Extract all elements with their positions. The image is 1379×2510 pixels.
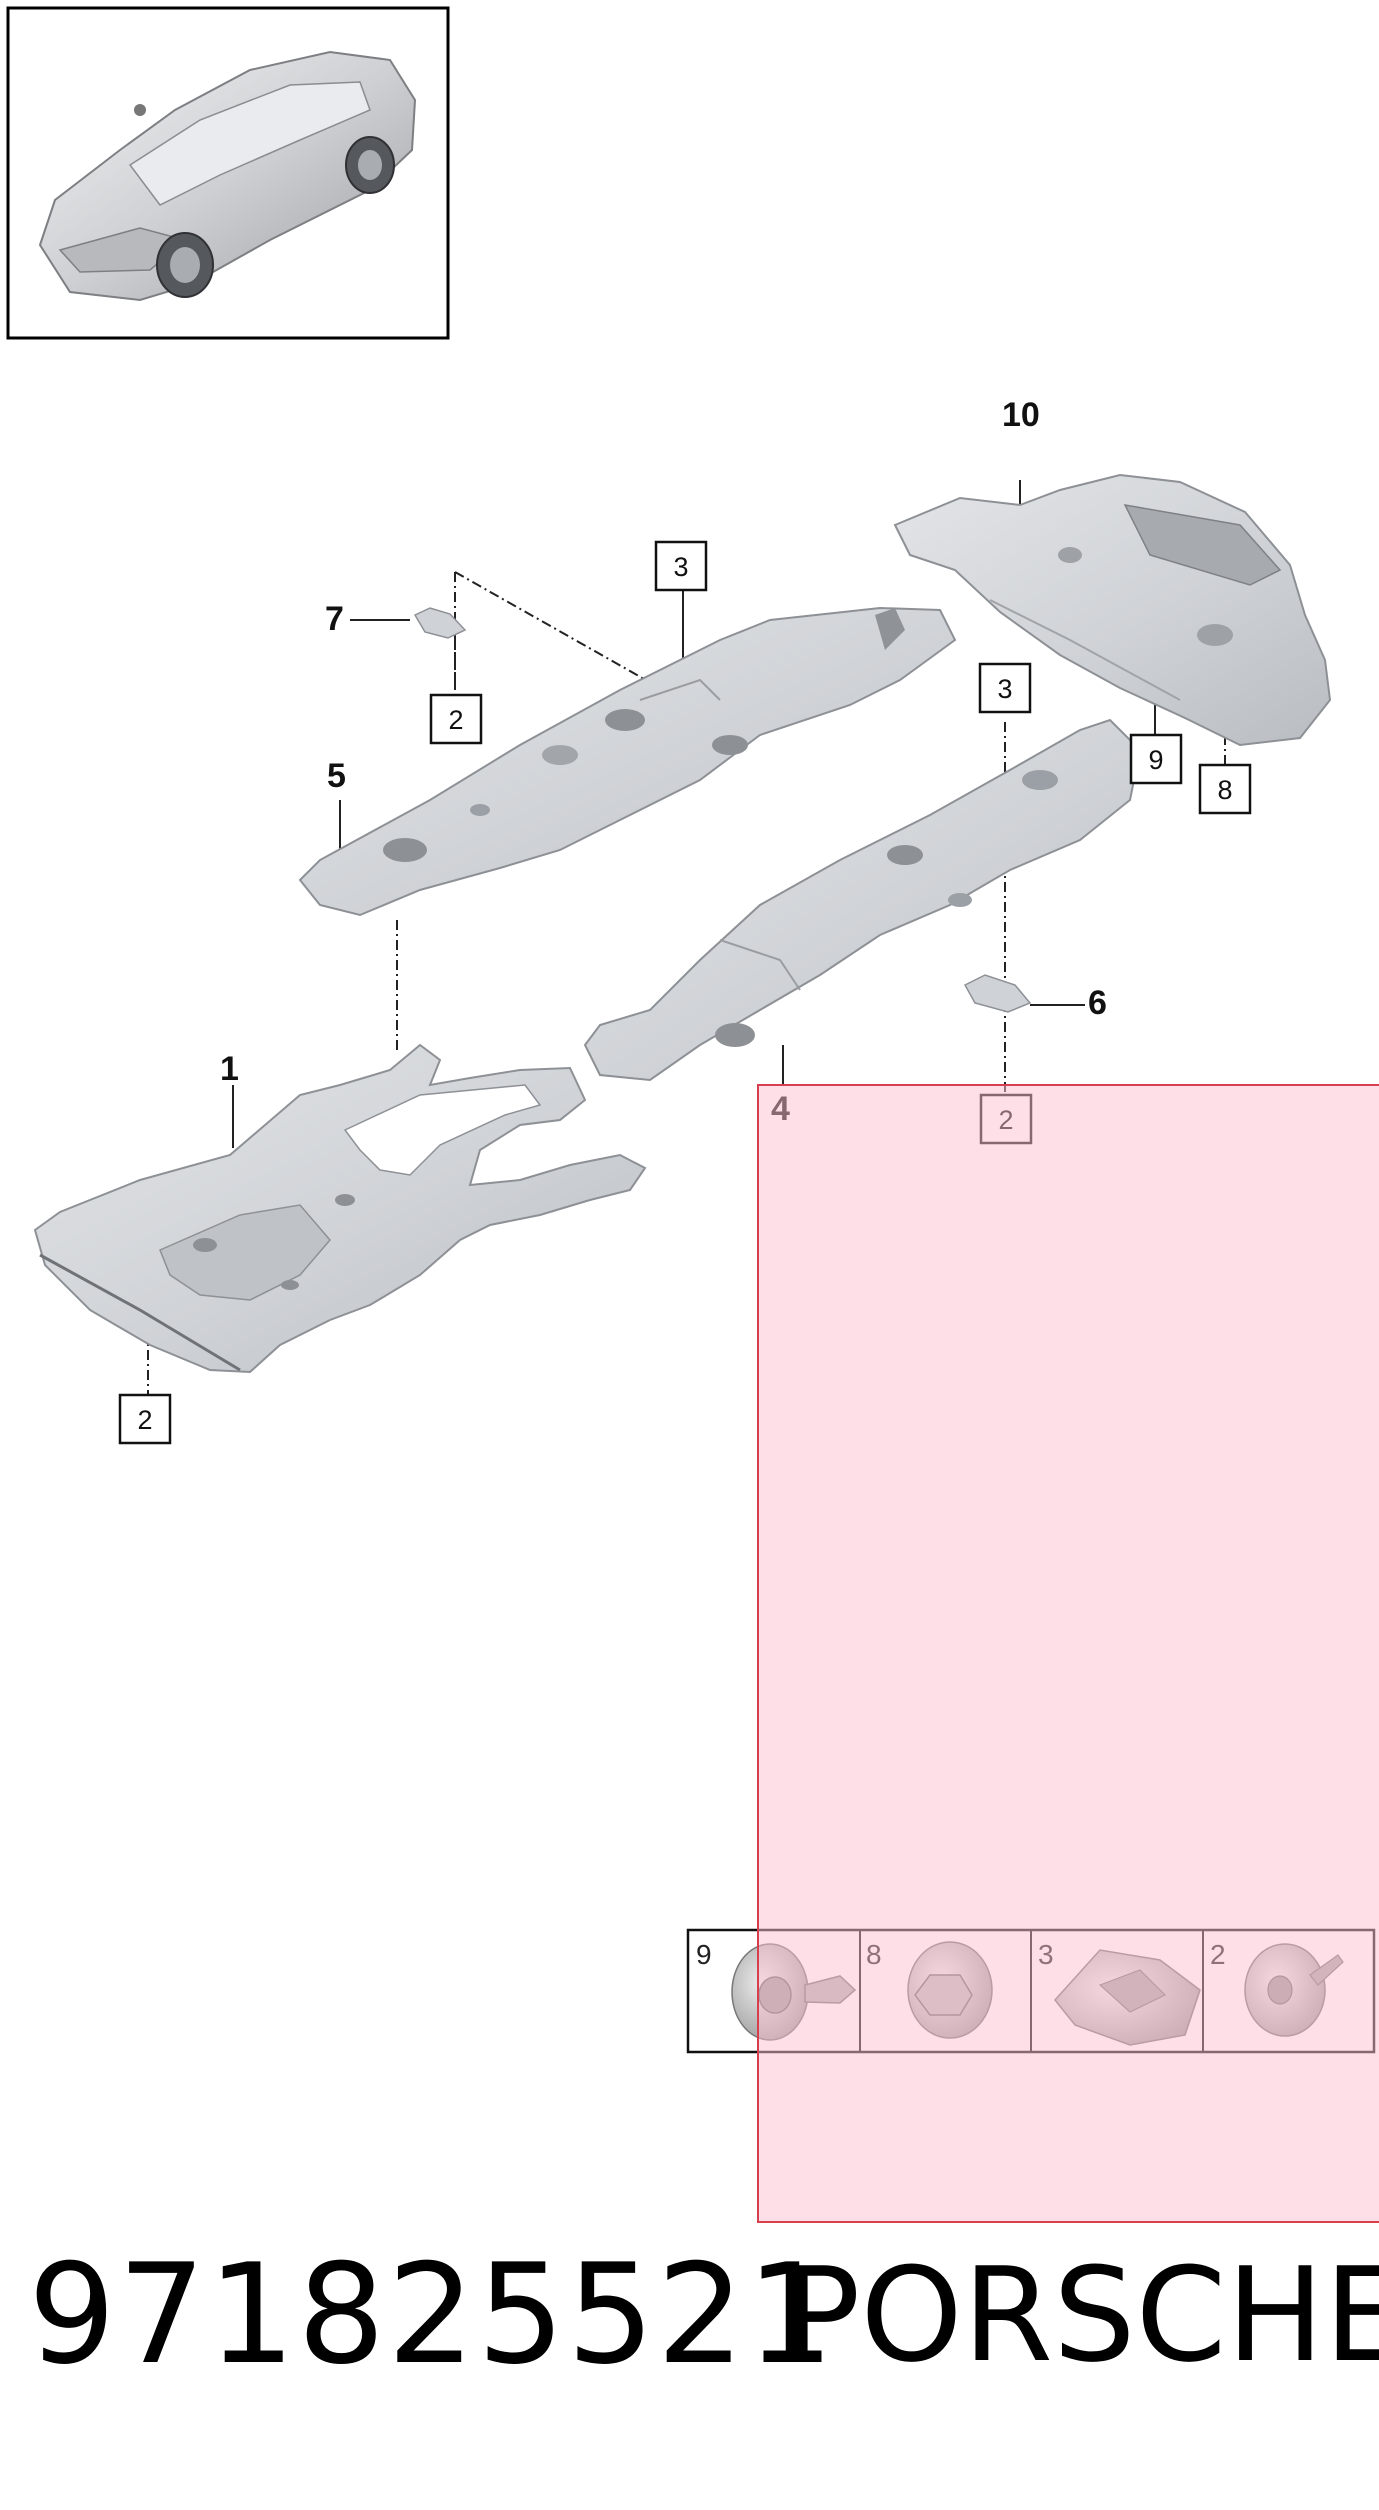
clip-part-7 — [413, 607, 467, 639]
boxed-ref-2-top-label: 2 — [448, 705, 463, 735]
clip-part-6 — [963, 974, 1032, 1013]
vehicle-thumbnail — [6, 6, 450, 340]
brand-name: PORSCHE — [782, 2239, 1379, 2391]
boxed-ref-2-top: 2 — [429, 693, 483, 745]
callout-7: 7 — [325, 600, 344, 638]
callout-10: 10 — [1002, 396, 1040, 434]
underbody-panel-1 — [33, 1043, 647, 1374]
callout-5: 5 — [327, 757, 346, 795]
footer: 971825521 PORSCHE — [0, 2230, 1379, 2400]
boxed-ref-8-label: 8 — [1217, 775, 1232, 805]
underbody-panel-10 — [893, 473, 1332, 747]
boxed-ref-9: 9 — [1129, 733, 1183, 785]
boxed-ref-2-left-label: 2 — [137, 1405, 152, 1435]
highlight-overlay — [757, 1084, 1379, 2223]
boxed-ref-2-left: 2 — [118, 1393, 172, 1445]
hardware-cell-9-number: 9 — [696, 1939, 712, 1970]
boxed-ref-9-label: 9 — [1148, 745, 1163, 775]
exploded-parts-diagram: 10 7 5 6 1 4 3 2 3 9 8 2 2 9 — [6, 6, 1379, 2223]
car-illustration — [38, 50, 417, 302]
boxed-ref-3-right-label: 3 — [997, 674, 1012, 704]
underbody-panel-4 — [583, 718, 1142, 1082]
part-number: 971825521 — [28, 2234, 837, 2395]
callout-6: 6 — [1088, 984, 1107, 1022]
underbody-panel-5 — [298, 606, 957, 917]
boxed-ref-8: 8 — [1198, 763, 1252, 815]
callout-1: 1 — [220, 1050, 239, 1088]
boxed-ref-3-right: 3 — [978, 662, 1032, 714]
boxed-ref-3-left: 3 — [654, 540, 708, 592]
boxed-ref-3-left-label: 3 — [673, 552, 688, 582]
